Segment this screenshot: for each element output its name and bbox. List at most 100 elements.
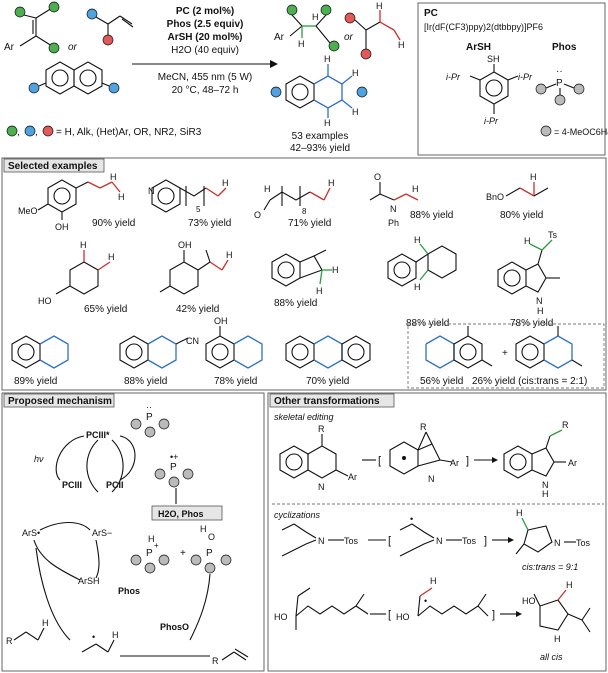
svg-text:R: R [6,636,13,646]
svg-text:8: 8 [302,207,307,216]
svg-text:P: P [146,548,153,559]
svg-text:N: N [390,204,397,214]
pc-box-title: PC [424,8,438,19]
cyclopentanol-product: H HO H [522,580,591,644]
oxidation-arrow [119,435,136,481]
example-1: MeO OH H H 90% yield [18,172,135,232]
svg-text:R: R [420,422,427,432]
ar-label: Ar [4,42,15,53]
selected-header [3,158,105,173]
example-6: H H HO 65% yield [38,240,127,315]
yield-3-5: 56% yield [420,376,463,387]
yield-1-3: 71% yield [288,218,331,229]
svg-text:H: H [42,618,49,628]
svg-text:Ar: Ar [348,472,357,482]
ars-arrow-3 [33,539,81,581]
svg-text:HO: HO [522,596,536,606]
svg-text:•: • [92,632,95,642]
yield-3-6: 26% yield (cis:trans = 2:1) [472,376,587,387]
ars-arrow-2 [95,539,100,579]
svg-text:]: ] [484,535,487,547]
svg-text:]: ] [492,609,495,621]
svg-text:H: H [542,489,549,499]
yield-3-1: 89% yield [14,376,57,387]
indole-product: R Ar N H [503,420,577,499]
svg-text:Ts: Ts [548,230,558,240]
mechanism-title: Proposed mechanism [8,396,112,407]
svg-text:HO: HO [396,612,410,622]
sh-label: SH [487,54,500,64]
svg-text:5: 5 [196,205,201,214]
svg-text:N: N [148,186,155,196]
ipr-bottom: i-Pr [484,116,499,126]
pyrrolidine-product: H N Tos [515,508,591,555]
example-12: CN 88% yield [119,335,199,387]
product-linear: H H [344,1,405,60]
phos-start: P ·· [130,402,170,438]
yield-1-4: 88% yield [410,210,453,221]
svg-text:N: N [318,482,325,492]
svg-text:H: H [312,12,319,22]
svg-text:H: H [110,172,117,182]
svg-text:[: [ [378,455,381,467]
selected-box [1,157,607,391]
svg-text:Ar: Ar [450,458,459,468]
cond-pc: PC (2 mol%) [176,6,234,17]
svg-text:H: H [118,192,125,202]
pc3-label: PCIII [62,480,82,490]
diallyl-radical: • N Tos [399,514,477,557]
svg-text:[: [ [388,535,391,547]
pc-box [417,2,606,156]
phoso-arrow [189,573,211,641]
pc3star-label: PCIII* [86,430,110,440]
svg-text:H: H [324,118,331,128]
other-box [267,392,607,672]
svg-text:H: H [398,40,405,50]
mech-alkene: R [212,648,249,666]
cyclopropane-intermediate: R N Ar [389,422,459,484]
skeletal-label: skeletal editing [274,412,334,422]
aryl-key-text: = 4-MeOC6H4 [554,127,608,137]
example-15: 56% yield [420,326,493,387]
mechanism-box [1,392,265,672]
svg-text:H: H [414,282,421,292]
svg-text:CN: CN [186,336,199,346]
svg-text:H: H [332,265,339,275]
hv-label: hν [34,454,44,464]
svg-text:Tos: Tos [576,538,591,548]
cond-phos: Phos (2.5 equiv) [167,19,244,30]
phos-radical-cation: P •+ [154,452,194,488]
example-7: OH H 42% yield [159,240,233,315]
terpene-start: HO [274,587,369,630]
svg-text:•: • [424,596,427,606]
substituent-text: = H, Alk, (Het)Ar, OR, NR2, SiR3 [56,127,202,138]
svg-text:+: + [154,541,159,550]
svg-text:H: H [264,184,271,194]
ipr-left: i-Pr [446,72,461,82]
svg-text:H: H [516,508,523,518]
reactant-alkene: Ar [4,1,60,54]
examples-count: 53 examples [292,131,349,142]
reactant-terminal-alkene [86,8,134,46]
reactant-naphthalene [28,61,120,95]
yield-2-1: 65% yield [84,304,127,315]
product-tetralin: H H H H [270,54,368,128]
plus-sign: + [502,348,508,359]
svg-text:H: H [430,576,437,586]
arsh-structure: SH i-Pr i-Pr i-Pr [446,54,533,126]
h2o-phos-box [151,505,223,521]
cis-trans-ratio: cis:trans = 9:1 [522,562,578,572]
phosphoranyl-radical: P O H [190,524,232,574]
selected-title: Selected examples [8,161,98,172]
svg-text:H: H [80,240,87,250]
svg-text:H: H [554,634,561,644]
example-9: H H 88% yield [387,235,457,329]
yield-2-5: 78% yield [510,318,553,329]
svg-text:N: N [554,538,561,548]
example-10: Ts H N H 78% yield [497,230,560,329]
svg-text:P: P [206,548,213,559]
svg-text:•: • [410,514,413,524]
svg-text:H: H [226,250,233,260]
arsh-label: ArSH [78,576,100,586]
